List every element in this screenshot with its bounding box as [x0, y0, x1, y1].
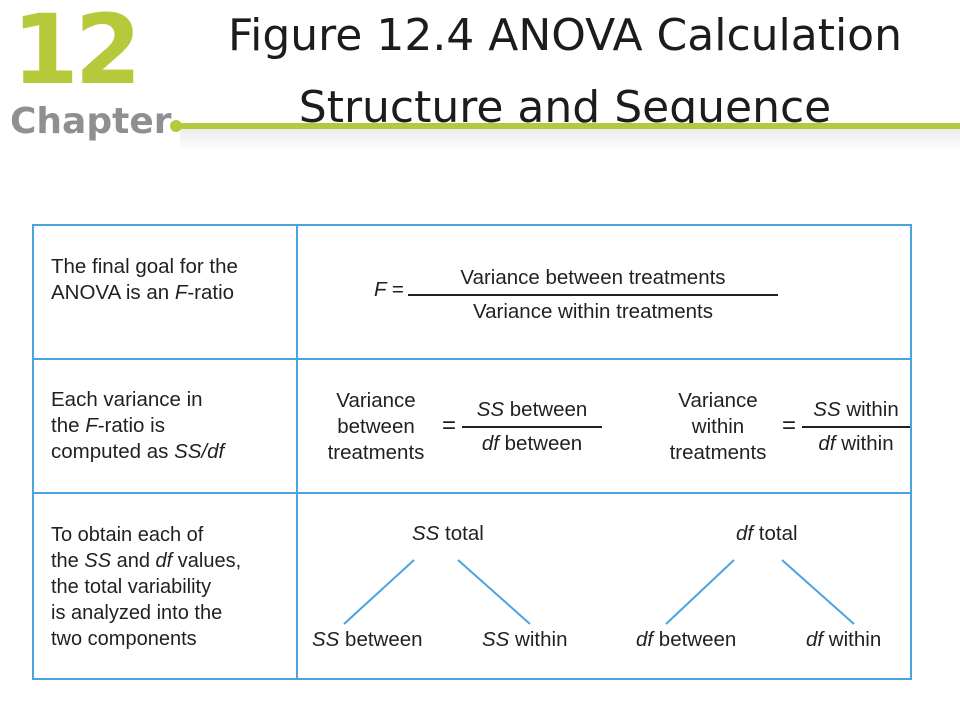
fraction-bar: [802, 426, 910, 428]
row-3-description: To obtain each of the SS and df values, …: [34, 494, 298, 680]
ss-within-numerator: SS within: [813, 398, 899, 421]
df-tree-right-branch: [781, 559, 855, 625]
r1-text-line-1: The final goal for the: [51, 255, 238, 278]
ss-within-node: SS within: [482, 628, 568, 651]
df-total-node: df total: [736, 522, 798, 545]
variance-within-label: Variance within treatments: [669, 389, 767, 464]
df-within-denominator: df within: [818, 432, 894, 455]
f-ratio-denominator: Variance within treatments: [472, 300, 714, 323]
r2-text-line-2: the F-ratio is: [51, 414, 165, 437]
r3-text-line-1: To obtain each of: [51, 524, 204, 546]
ss-df-within-fraction: SS within df within: [802, 398, 910, 456]
f-ratio-numerator: Variance between treatments: [460, 266, 726, 289]
row-variance-computation: Each variance in the F-ratio is computed…: [34, 360, 910, 494]
row-2-formulas: Variance between treatments = SS between…: [298, 360, 910, 492]
partition-tree-lines: [343, 559, 855, 625]
ss-tree-right-branch: [457, 559, 531, 625]
fraction-bar: [408, 294, 778, 296]
fraction-bar: [462, 426, 602, 428]
anova-figure-table: The final goal for the ANOVA is an F-rat…: [32, 224, 912, 680]
r2-text-line-1: Each variance in: [51, 388, 203, 411]
slide-title: Figure 12.4 ANOVA Calculation Structure …: [170, 0, 960, 144]
df-between-node: df between: [636, 628, 737, 651]
df-within-node: df within: [806, 628, 882, 651]
row-3-trees: SS total SS between SS within df total d…: [298, 494, 910, 680]
equals-sign-between: =: [442, 412, 457, 439]
df-tree-left-branch: [665, 559, 735, 625]
header-rule: [180, 123, 960, 129]
row-1-formula: F = Variance between treatments Variance…: [298, 226, 910, 358]
ss-between-numerator: SS between: [476, 398, 588, 421]
ss-df-between-fraction: SS between df between: [462, 398, 602, 456]
header-rule-shadow: [180, 129, 960, 151]
chapter-label: Chapter: [10, 101, 172, 142]
title-line-1: Figure 12.4 ANOVA Calculation: [228, 10, 902, 61]
r3-text-line-5: two components: [51, 628, 197, 650]
row-1-description: The final goal for the ANOVA is an F-rat…: [34, 226, 298, 358]
row-partitioning: To obtain each of the SS and df values, …: [34, 494, 910, 680]
ss-between-node: SS between: [312, 628, 423, 651]
row-2-description: Each variance in the F-ratio is computed…: [34, 360, 298, 492]
r3-text-line-3: the total variability: [51, 576, 212, 598]
r1-text-line-2: ANOVA is an F-ratio: [51, 281, 235, 304]
r3-text-line-4: is analyzed into the: [51, 602, 223, 624]
header-rule-dot: [170, 120, 182, 132]
f-ratio-fraction: Variance between treatments Variance wit…: [408, 266, 778, 324]
ss-tree-left-branch: [343, 559, 415, 625]
chapter-number: 12: [12, 0, 142, 106]
r3-text-line-2: the SS and df values,: [51, 550, 242, 572]
ss-total-node: SS total: [412, 522, 484, 545]
row-final-goal: The final goal for the ANOVA is an F-rat…: [34, 226, 910, 360]
df-between-denominator: df between: [481, 432, 583, 455]
variance-between-label: Variance between treatments: [327, 389, 425, 464]
equals-sign-within: =: [782, 412, 797, 439]
f-ratio-lhs: F =: [374, 278, 404, 301]
r2-text-line-3: computed as SS/df: [51, 440, 225, 463]
